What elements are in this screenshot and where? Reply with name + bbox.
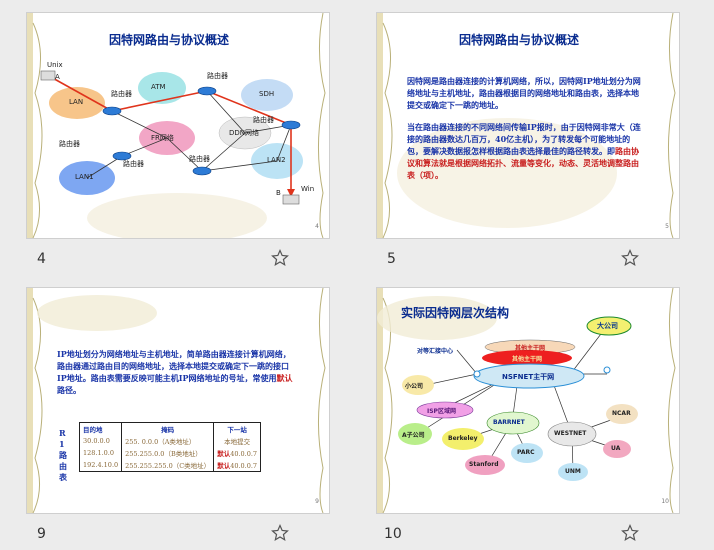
slide-number-label: 4: [37, 251, 46, 267]
star-icon[interactable]: [271, 249, 289, 267]
node-label-westnet: WESTNET: [554, 430, 587, 437]
table-cell: 255.255.255.0（C类地址）: [121, 459, 215, 472]
slide-paragraph: IP地址划分为网络地址与主机地址，简单路由器连接计算机网络，路由器通过路由目的网…: [57, 348, 297, 396]
host-label-win: Win: [301, 185, 315, 193]
table-header-row: 目的地 掩码 下一站: [79, 422, 261, 435]
node-label-berkeley: Berkeley: [448, 435, 478, 442]
cloud-label-ddn: DDN网络: [229, 129, 260, 137]
column-header: 下一站: [227, 426, 247, 434]
page-number: 10: [661, 498, 669, 505]
table-cell: 192.4.10.0: [79, 459, 123, 472]
router-label: 路由器: [207, 72, 228, 80]
default-route-marker: 默认: [217, 450, 231, 458]
cloud-label-lan1: LAN1: [75, 173, 94, 181]
highlighted-text: 默认: [276, 373, 293, 383]
node-label-small-company: 小公司: [405, 383, 424, 390]
paragraph-text: 路径。: [57, 385, 81, 395]
table-row: 192.4.10.0 255.255.255.0（C类地址） 默认40.0.0.…: [79, 459, 261, 472]
node-label-other-backbone: 其他主干网: [515, 345, 546, 352]
node-label-isp: ISP区域网: [427, 408, 456, 415]
host-label-unix: Unix: [47, 61, 63, 69]
router-label: 路由器: [189, 155, 210, 163]
network-topology-diagram: [40, 70, 303, 205]
node-label-ua: UA: [611, 445, 621, 452]
star-icon[interactable]: [621, 249, 639, 267]
highlighted-text: 路由协议和算法就是根据网络拓扑、流量等变化，动态、灵活地调整路由表（项）。: [407, 146, 639, 180]
node-label-stanford: Stanford: [469, 461, 499, 468]
floral-decoration: [377, 13, 676, 238]
table-cell: 255. 0.0.0（A类地址）: [121, 435, 215, 447]
node-label-nsfnet: NSFNET主干网: [502, 373, 555, 381]
node-label-parc: PARC: [517, 449, 535, 456]
node-label-big-company: 大公司: [597, 322, 618, 330]
router-label: 路由器: [253, 116, 274, 124]
slide-thumbnail-5[interactable]: 因特网路由与协议概述 因特网是路由器连接的计算机网络，所以，因特网IP地址划分为…: [376, 12, 680, 239]
table-cell: 默认40.0.0.7: [214, 447, 261, 459]
node-label-barrnet: BARRNET: [493, 419, 525, 426]
host-label-a: A: [55, 73, 60, 81]
table-cell: 本地提交: [224, 438, 251, 446]
page-number: 4: [315, 223, 319, 230]
slide-paragraph-2: 当在路由器连接的不同网络间传输IP报时，由于因特网非常大（连接的路由器数达几百万…: [407, 121, 645, 181]
router-label: 路由器: [123, 160, 144, 168]
slide-thumbnail-10[interactable]: 实际因特网层次结构: [376, 287, 680, 514]
floral-decoration: [27, 13, 326, 238]
slide-thumbnail-4[interactable]: 因特网路由与协议概述: [26, 12, 330, 239]
floral-decoration: [377, 288, 676, 513]
slide-number-label: 9: [37, 526, 46, 542]
slide-title: 实际因特网层次结构: [401, 306, 510, 320]
slide-number-label: 5: [387, 251, 396, 267]
table-cell: 30.0.0.0: [79, 435, 123, 447]
table-cell: 255.255.0.0（B类地址）: [121, 447, 215, 459]
page-number: 5: [665, 223, 669, 230]
internet-hierarchy-diagram: [398, 316, 638, 481]
cloud-label-fr: FR网络: [151, 134, 174, 142]
table-caption: R1路由表: [59, 428, 67, 482]
star-icon[interactable]: [621, 524, 639, 542]
slide-paragraph-1: 因特网是路由器连接的计算机网络，所以，因特网IP地址划分为网络地址与主机地址，路…: [407, 76, 641, 110]
router-label: 路由器: [59, 140, 80, 148]
star-icon[interactable]: [271, 524, 289, 542]
node-label-ncar: NCAR: [612, 410, 631, 417]
cloud-label-lan: LAN: [69, 98, 84, 106]
table-cell: 128.1.0.0: [79, 447, 123, 459]
column-header: 掩码: [121, 422, 215, 435]
node-label-a-company: A子公司: [402, 432, 425, 439]
node-label-other-backbone: 其他主干网: [512, 356, 543, 363]
routing-table: 目的地 掩码 下一站 30.0.0.0 255. 0.0.0（A类地址） 本地提…: [79, 422, 262, 472]
slide-title: 因特网路由与协议概述: [109, 33, 230, 47]
router-label: 路由器: [111, 90, 132, 98]
cloud-label-sdh: SDH: [259, 90, 275, 98]
page-number: 9: [315, 498, 319, 505]
host-label-b: B: [276, 189, 281, 197]
column-header: 目的地: [79, 422, 123, 435]
default-route-marker: 默认: [217, 462, 231, 470]
cloud-label-lan2: LAN2: [267, 156, 286, 164]
floral-decoration: [27, 288, 326, 513]
paragraph-text: IP地址划分为网络地址与主机地址，简单路由器连接计算机网络，路由器通过路由目的网…: [57, 349, 291, 383]
slide-thumbnail-9[interactable]: IP地址划分为网络地址与主机地址，简单路由器连接计算机网络，路由器通过路由目的网…: [26, 287, 330, 514]
table-row: 128.1.0.0 255.255.0.0（B类地址） 默认40.0.0.7: [79, 447, 261, 459]
table-row: 30.0.0.0 255. 0.0.0（A类地址） 本地提交: [79, 435, 261, 447]
slide-title: 因特网路由与协议概述: [459, 33, 580, 47]
next-hop-address: 40.0.0.7: [230, 450, 258, 458]
slide-number-label: 10: [384, 526, 402, 542]
node-label-unm: UNM: [565, 468, 581, 475]
cloud-label-atm: ATM: [151, 83, 166, 91]
node-label-peer-center: 对等汇接中心: [417, 348, 454, 355]
paragraph-text: 当在路由器连接的不同网络间传输IP报时，由于因特网非常大（连接的路由器数达几百万…: [407, 122, 641, 156]
next-hop-address: 40.0.0.7: [230, 462, 258, 470]
table-cell: 默认40.0.0.7: [214, 459, 261, 472]
